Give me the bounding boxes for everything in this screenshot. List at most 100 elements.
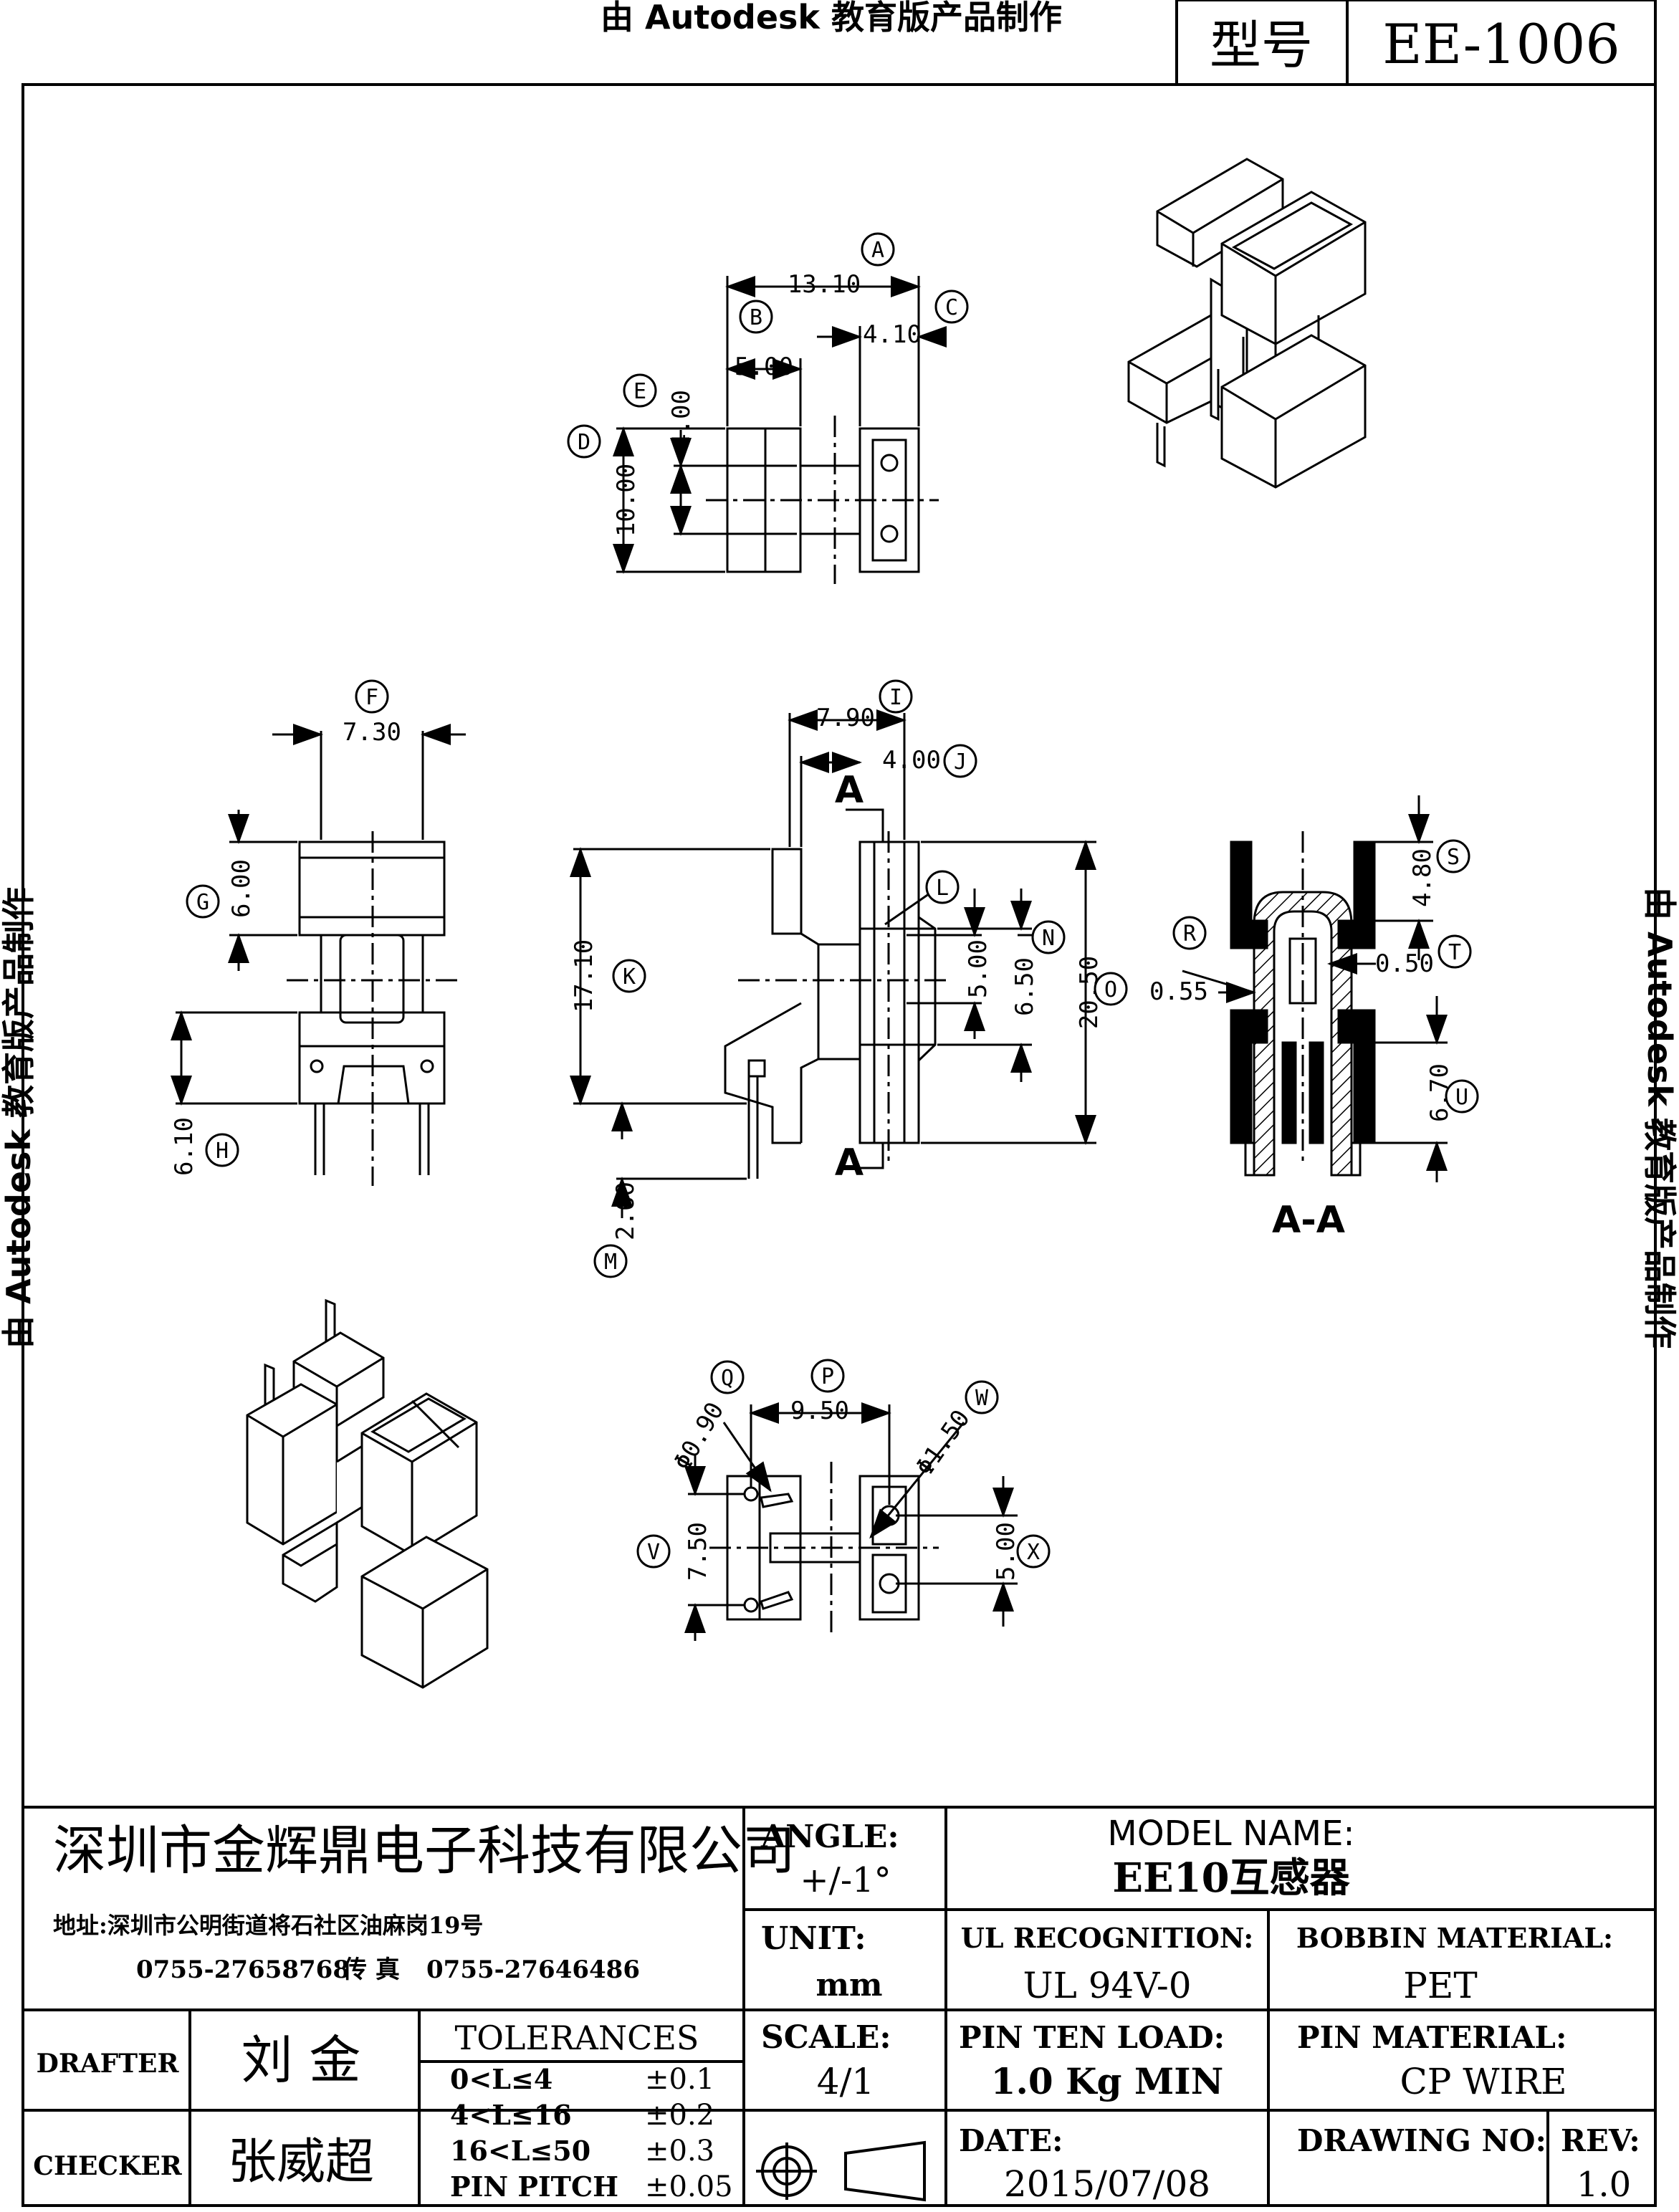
callout-label-w: W [975,1386,989,1411]
watermark-left: 由 Autodesk 教育版产品制作 [0,887,38,1349]
dim-q: Φ0.90 [669,1397,730,1475]
callout-label-p: P [821,1364,834,1389]
callout-label-o: O [1104,977,1117,1002]
callout-circle-k [612,959,646,993]
tolerance-range: PIN PITCH [450,2170,618,2203]
iso-view-bottom [246,1298,489,1689]
dim-i: 7.90 [816,704,875,732]
dim-c: 4.10 [863,320,922,349]
callout-label-t: T [1448,940,1461,965]
pin-load-value: 1.0 Kg MIN [991,2060,1224,2102]
dim-t: 0.50 [1375,949,1434,978]
pin-material-label: PIN MATERIAL: [1297,2020,1566,2055]
dim-k: 17.10 [570,939,598,1012]
company-fax: 0755-27646486 [426,1955,640,1984]
tolerance-value: ±0.05 [645,2170,733,2203]
callout-label-e: E [633,379,646,404]
callout-label-r: R [1183,921,1197,947]
section-arrow-top: A [835,769,864,812]
ul-value: UL 94V-0 [1023,1965,1191,2006]
dim-g: 6.00 [227,859,256,918]
pin-load-label: PIN TEN LOAD: [959,2020,1225,2055]
model-box: 型号 EE-1006 [1175,0,1657,86]
model-name-value: EE10互感器 [1112,1854,1350,1902]
drafter-value: 刘 金 [241,2030,361,2090]
dim-r: 0.55 [1149,977,1208,1006]
bottom-view [684,1402,1018,1641]
date-label: DATE: [959,2123,1063,2158]
date-value: 2015/07/08 [1004,2163,1210,2205]
callout-circle-l [925,870,960,904]
dim-v: 7.50 [684,1522,712,1581]
watermark-top: 由 Autodesk 教育版产品制作 [601,0,1062,37]
callout-label-x: X [1027,1540,1040,1565]
callout-circle-n [1031,920,1066,954]
callout-label-i: I [889,685,902,710]
callout-circle-j [943,744,977,778]
section-title: A-A [1272,1199,1345,1242]
dim-e: 4.00 [667,390,696,449]
callout-label-a: A [871,238,884,263]
top-view [613,276,947,584]
rev-value: 1.0 [1577,2165,1631,2205]
callout-label-d: D [578,430,590,455]
callout-label-q: Q [721,1366,734,1391]
tolerance-value: ±0.2 [645,2099,714,2132]
callout-label-c: C [945,295,958,320]
dim-m: 2.60 [611,1182,640,1240]
callout-label-s: S [1447,845,1460,870]
callout-circle-p [810,1359,845,1393]
tolerance-value: ±0.1 [645,2063,714,2096]
callout-circle-g [186,884,220,919]
front-view-center [570,709,1096,1218]
unit-label: UNIT: [761,1920,866,1957]
angle-value: +/-1° [800,1860,891,1900]
callout-circle-r [1172,916,1207,950]
side-view-left [171,724,466,1186]
callout-circle-m [593,1244,628,1278]
company-phone: 0755-27658768 [136,1955,350,1984]
callout-label-v: V [647,1540,660,1565]
dim-p: 9.50 [790,1397,849,1425]
model-name-label: MODEL NAME: [1107,1814,1354,1854]
dim-w: Φ1.50 [910,1404,975,1481]
dim-n: 5.00 [964,939,992,998]
callout-circle-q [710,1360,745,1394]
tolerance-value: ±0.3 [645,2135,714,2168]
title-block [23,1806,1655,2206]
callout-circle-f [355,679,389,714]
fax-label: 传 真 [342,1955,400,1984]
callout-circle-c [934,289,969,324]
model-label: 型号 [1210,15,1313,75]
callout-circle-x [1016,1534,1051,1569]
dim-s: 4.80 [1408,848,1437,907]
callout-circle-w [965,1380,999,1414]
tolerance-range: 4<L≤16 [450,2099,572,2131]
drawing-no-label: DRAWING NO: [1297,2123,1546,2158]
callout-circle-o [1094,972,1128,1006]
callout-circle-b [739,300,773,334]
bobbin-label: BOBBIN MATERIAL: [1296,1922,1613,1954]
pin-material-value: CP WIRE [1400,2061,1566,2102]
company-name: 深圳市金辉鼎电子科技有限公司 [53,1820,795,1882]
dim-x: 5.00 [992,1522,1020,1581]
callout-circle-v [636,1534,671,1569]
dim-h: 6.10 [170,1117,198,1176]
callout-label-h: H [216,1139,229,1164]
bobbin-value: PET [1403,1965,1478,2006]
iso-view-top [1127,158,1367,489]
checker-value: 张威超 [228,2134,374,2191]
callout-circle-s [1436,839,1470,873]
tolerance-range: 0<L≤4 [450,2063,553,2095]
tolerance-range: 16<L≤50 [450,2135,590,2167]
callout-label-u: U [1455,1085,1468,1110]
dim-j: 4.00 [882,746,941,775]
ul-label: UL RECOGNITION: [961,1922,1254,1954]
callout-label-n: N [1042,926,1055,951]
angle-label: ANGLE: [760,1819,899,1855]
drawing-border [21,83,1657,2207]
scale-value: 4/1 [817,2061,874,2102]
